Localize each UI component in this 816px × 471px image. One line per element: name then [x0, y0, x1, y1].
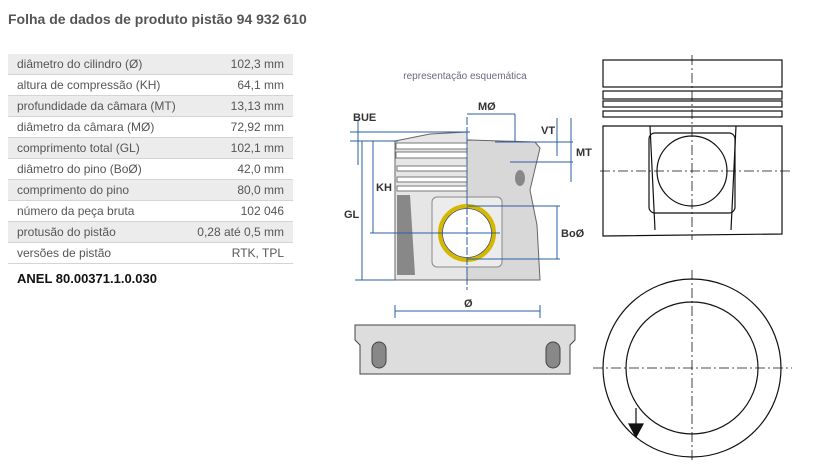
spec-label: versões de pistão — [8, 242, 187, 264]
schematic-piston: BUE MØ VT MT KH GL BoØ Ø — [344, 101, 592, 318]
spec-label: número da peça bruta — [8, 200, 187, 222]
spec-value: 102,1 mm — [186, 137, 293, 159]
spec-value: 64,1 mm — [186, 74, 293, 96]
spec-value: 102,3 mm — [186, 54, 293, 75]
spec-row: diâmetro do pino (BoØ)42,0 mm — [8, 158, 293, 180]
label-diameter: Ø — [464, 298, 473, 310]
piston-drawing-front — [600, 55, 790, 240]
label-mt: MT — [576, 147, 592, 159]
spec-value: RTK, TPL — [186, 242, 293, 264]
page-title: Folha de dados de produto pistão 94 932 … — [8, 11, 307, 27]
spec-value: 80,0 mm — [186, 179, 293, 201]
label-gl: GL — [344, 209, 360, 221]
spec-label: diâmetro do cilindro (Ø) — [8, 54, 187, 75]
label-kh: KH — [376, 182, 392, 194]
spec-row: altura de compressão (KH)64,1 mm — [8, 74, 293, 96]
spec-value: 42,0 mm — [186, 158, 293, 180]
piston-drawing-top — [593, 270, 792, 462]
spec-value: 0,28 até 0,5 mm — [186, 221, 293, 243]
spec-row: profundidade da câmara (MT)13,13 mm — [8, 95, 293, 117]
spec-label: diâmetro do pino (BoØ) — [8, 158, 187, 180]
label-boo: BoØ — [561, 228, 585, 240]
spec-value: 13,13 mm — [186, 95, 293, 117]
spec-label: diâmetro da câmara (MØ) — [8, 116, 187, 138]
spec-label: comprimento total (GL) — [8, 137, 187, 159]
label-mo: MØ — [478, 101, 496, 113]
piston-side-view — [354, 324, 576, 375]
spec-row: diâmetro do cilindro (Ø)102,3 mm — [8, 54, 293, 75]
spec-label: profundidade da câmara (MT) — [8, 95, 187, 117]
spec-label: altura de compressão (KH) — [8, 74, 187, 96]
spec-label: protusão do pistão — [8, 221, 187, 243]
label-vt: VT — [541, 125, 555, 137]
label-bue: BUE — [353, 112, 376, 124]
spec-row: diâmetro da câmara (MØ)72,92 mm — [8, 116, 293, 138]
ring-note: ANEL 80.00371.1.0.030 — [17, 271, 157, 286]
spec-value: 102 046 — [186, 200, 293, 222]
spec-value: 72,92 mm — [186, 116, 293, 138]
spec-row: comprimento total (GL)102,1 mm — [8, 137, 293, 159]
direction-arrow-icon — [627, 423, 645, 439]
spec-label: comprimento do pino — [8, 179, 187, 201]
diagram-caption: representação esquemática — [403, 71, 527, 82]
